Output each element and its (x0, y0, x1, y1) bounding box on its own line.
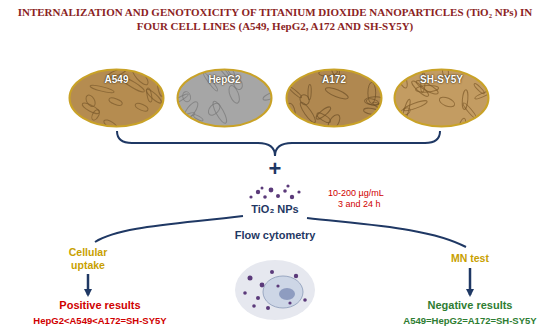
cell-line-label: A549 (68, 68, 165, 85)
arrow (469, 268, 472, 295)
nanoparticle-label: TiO₂ NPs (251, 203, 298, 216)
assay-label: MN test (451, 252, 489, 265)
nanoparticles (249, 184, 300, 199)
cell-line-label: SH-SY5Y (393, 68, 490, 85)
result-label: Positive results (59, 299, 140, 312)
result-ranking: HepG2<A549<A172=SH-SY5Y (33, 315, 166, 327)
cell-image: A549 (68, 68, 165, 128)
cell-image: HepG2 (176, 68, 273, 128)
assay-label: Cellular uptake (58, 246, 118, 271)
cell-image: SH-SY5Y (393, 68, 490, 128)
cell-line-label: A172 (285, 68, 383, 85)
result-ranking: A549=HepG2=A172=SH-SY5Y (403, 315, 536, 327)
flow-cytometry-cell (235, 260, 315, 320)
result-label: Negative results (428, 299, 513, 312)
plus-sign: + (269, 157, 282, 181)
branch-line (307, 218, 466, 247)
arrow (87, 274, 90, 295)
branch-line (95, 216, 243, 242)
title: INTERNALIZATION AND GENOTOXICITY OF TITA… (5, 5, 545, 33)
cell-line-label: HepG2 (176, 68, 273, 85)
cell-image: A172 (285, 68, 383, 128)
method-label: Flow cytometry (235, 229, 316, 242)
time-note: 3 and 24 h (338, 199, 381, 210)
dose-note: 10-200 µg/mL (328, 188, 384, 199)
brace (117, 131, 440, 156)
